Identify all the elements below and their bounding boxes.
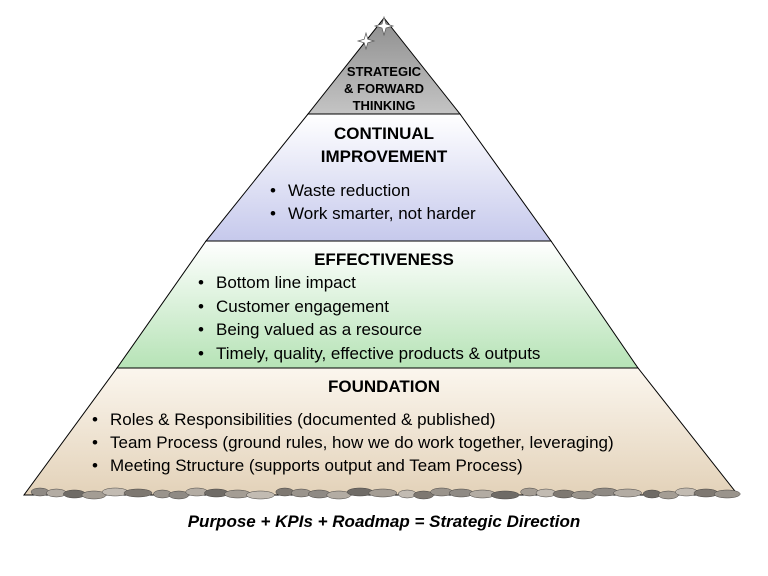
stone-icon — [30, 487, 50, 497]
stone-icon — [290, 488, 312, 498]
stone-icon — [490, 490, 520, 500]
list-item: Roles & Responsibilities (documented & p… — [90, 408, 614, 431]
foundation-bullet-list: Roles & Responsibilities (documented & p… — [90, 408, 614, 477]
tier-strategic-line: STRATEGIC — [346, 64, 422, 79]
stone-icon — [368, 488, 398, 498]
sparkle-icon — [373, 15, 395, 37]
tier-continual-line: IMPROVEMENT — [320, 147, 448, 166]
list-item: Waste reduction — [268, 179, 476, 202]
stone-icon — [46, 488, 67, 498]
stone-icon — [613, 488, 642, 498]
list-item: Customer engagement — [196, 295, 540, 319]
stone-icon — [642, 489, 662, 499]
list-item: Work smarter, not harder — [268, 202, 476, 225]
footer-caption: Purpose + KPIs + Roadmap = Strategic Dir… — [187, 512, 581, 531]
stone-icon — [123, 488, 153, 498]
stones-icon — [30, 487, 741, 500]
tier-foundation-title: FOUNDATION — [327, 377, 441, 396]
stone-icon — [520, 487, 539, 497]
tier-strategic-line: & FORWARD — [344, 81, 424, 96]
list-item: Bottom line impact — [196, 271, 540, 295]
list-item: Timely, quality, effective products & ou… — [196, 342, 540, 366]
stone-icon — [246, 490, 275, 500]
sparkle-icon — [356, 31, 376, 51]
stone-icon — [713, 489, 741, 499]
effectiveness-bullet-list: Bottom line impact Customer engagement B… — [196, 271, 540, 365]
tier-effectiveness-title: EFFECTIVENESS — [314, 250, 454, 269]
stone-icon — [535, 488, 557, 498]
tier-strategic-title: STRATEGIC & FORWARD THINKING — [324, 63, 444, 114]
stone-icon — [397, 489, 417, 499]
stone-icon — [275, 487, 295, 497]
list-item: Meeting Structure (supports output and T… — [90, 454, 614, 477]
continual-bullet-list: Waste reduction Work smarter, not harder — [268, 179, 476, 225]
tier-continual-title: CONTINUAL IMPROVEMENT — [284, 122, 484, 168]
stone-icon — [153, 489, 172, 499]
list-item: Team Process (ground rules, how we do wo… — [90, 431, 614, 454]
tier-strategic-line: THINKING — [352, 98, 416, 113]
tier-continual-line: CONTINUAL — [333, 124, 435, 143]
list-item: Being valued as a resource — [196, 318, 540, 342]
